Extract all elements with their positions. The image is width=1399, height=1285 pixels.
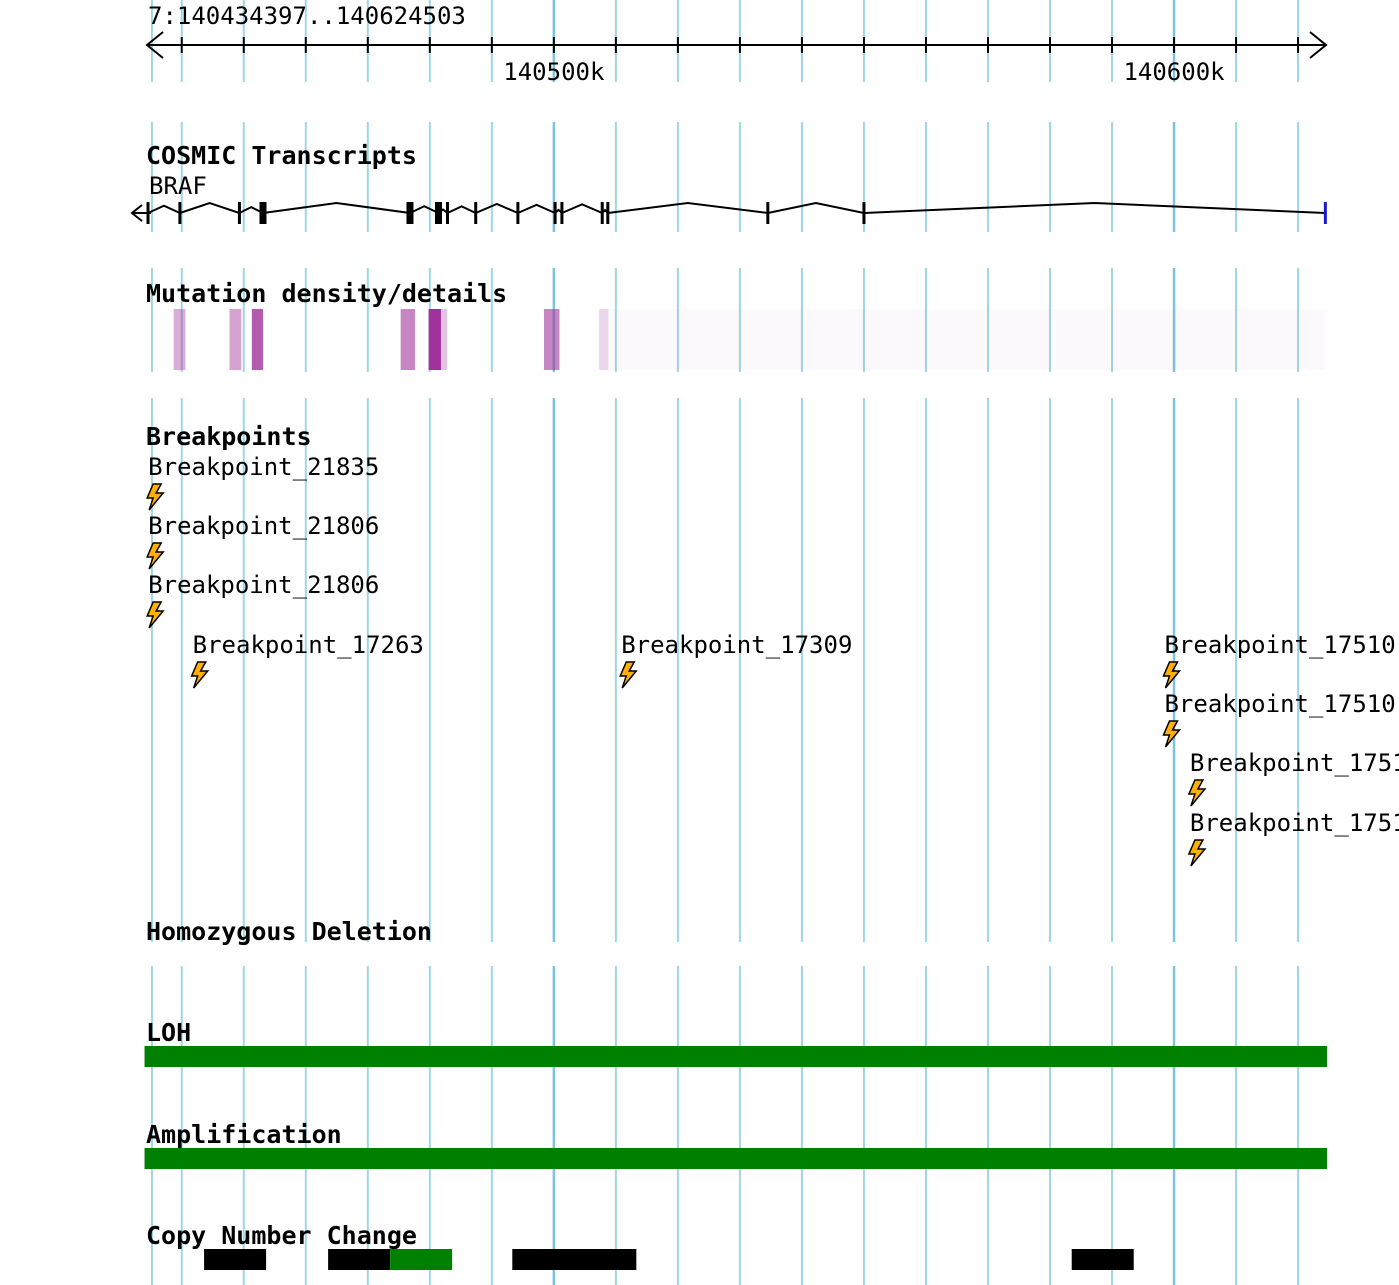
cosmic-transcripts-track[interactable]: COSMIC Transcripts BRAF	[130, 141, 1327, 224]
region-label: 7:140434397..140624503	[148, 2, 466, 30]
amplification-track[interactable]: Amplification	[144, 1120, 1328, 1169]
exon[interactable]	[516, 202, 520, 224]
ruler-major-label: 140600k	[1123, 58, 1225, 86]
intron[interactable]	[863, 201, 1326, 214]
exon[interactable]	[445, 202, 449, 224]
lightning-icon[interactable]	[190, 661, 210, 689]
intron[interactable]	[475, 202, 519, 214]
breakpoint-label[interactable]: Breakpoint_21806	[148, 571, 379, 599]
density-bin[interactable]	[173, 309, 186, 370]
exon[interactable]	[406, 202, 414, 224]
exon[interactable]	[560, 202, 564, 224]
exon[interactable]	[178, 202, 182, 224]
exon[interactable]	[766, 202, 770, 224]
strand-arrow	[130, 204, 143, 222]
breakpoint-label[interactable]: Breakpoint_1751	[1190, 809, 1399, 837]
ruler-arrow-left	[145, 31, 164, 59]
ruler-arrow-right	[1309, 31, 1328, 59]
track-title-cosmic-transcripts: COSMIC Transcripts	[146, 141, 417, 170]
breakpoint-label[interactable]: Breakpoint_21835	[148, 453, 379, 481]
density-bin[interactable]	[440, 309, 448, 370]
exon[interactable]	[606, 202, 610, 224]
lightning-icon[interactable]	[146, 601, 165, 629]
track-title-loh: LOH	[146, 1018, 191, 1047]
breakpoint-feature[interactable]: Breakpoint_21806	[146, 512, 379, 570]
intron[interactable]	[409, 205, 439, 214]
intron[interactable]	[238, 205, 264, 214]
copy-number-segment[interactable]	[1071, 1249, 1134, 1270]
breakpoint-feature[interactable]: Breakpoint_1751	[1187, 749, 1399, 807]
track-title-amplification: Amplification	[146, 1120, 342, 1149]
braf-transcript[interactable]	[130, 201, 1327, 224]
intron[interactable]	[607, 201, 768, 214]
intron[interactable]	[561, 203, 603, 214]
density-bin[interactable]	[251, 309, 263, 370]
track-title-breakpoints: Breakpoints	[146, 422, 312, 451]
amplification-segment[interactable]	[144, 1148, 1328, 1169]
track-title-copy-number-change: Copy Number Change	[146, 1221, 417, 1250]
breakpoint-label[interactable]: Breakpoint_21806	[148, 512, 379, 540]
ruler: 7:140434397..140624503 140500k 140600k	[145, 2, 1328, 86]
copy-number-segment[interactable]	[390, 1249, 453, 1270]
breakpoints-track[interactable]: Breakpoints Breakpoint_21835Breakpoint_2…	[146, 422, 1399, 867]
exon[interactable]	[237, 202, 241, 224]
intron[interactable]	[262, 201, 411, 214]
intron[interactable]	[447, 205, 477, 214]
breakpoint-label[interactable]: Breakpoint_17510	[1164, 690, 1395, 718]
exon[interactable]	[1323, 202, 1327, 224]
homozygous-deletion-track[interactable]: Homozygous Deletion	[146, 917, 432, 946]
lightning-icon[interactable]	[1187, 839, 1207, 867]
exon[interactable]	[259, 202, 267, 224]
density-bin[interactable]	[608, 309, 1325, 370]
breakpoint-feature[interactable]: Breakpoint_17510	[1162, 690, 1396, 748]
breakpoint-feature[interactable]: Breakpoint_21806	[146, 571, 379, 629]
copy-number-segment[interactable]	[204, 1249, 267, 1270]
intron[interactable]	[767, 201, 865, 214]
lightning-icon[interactable]	[1187, 779, 1207, 807]
copy-number-segment[interactable]	[328, 1249, 391, 1270]
breakpoint-feature[interactable]: Breakpoint_17263	[190, 631, 424, 689]
density-bin[interactable]	[229, 309, 242, 370]
intron[interactable]	[179, 201, 240, 214]
breakpoint-feature[interactable]: Breakpoint_1751	[1187, 809, 1399, 867]
exon[interactable]	[600, 202, 604, 224]
lightning-icon[interactable]	[146, 483, 165, 511]
breakpoint-label[interactable]: Breakpoint_17309	[621, 631, 852, 659]
breakpoint-label[interactable]: Breakpoint_1751	[1190, 749, 1399, 777]
copy-number-segment[interactable]	[512, 1249, 637, 1270]
exon[interactable]	[474, 202, 478, 224]
breakpoint-feature[interactable]: Breakpoint_21835	[146, 453, 379, 511]
loh-segment[interactable]	[144, 1046, 1328, 1067]
breakpoint-label[interactable]: Breakpoint_17510	[1164, 631, 1395, 659]
breakpoint-feature[interactable]: Breakpoint_17309	[619, 631, 852, 689]
exon[interactable]	[862, 202, 866, 224]
breakpoint-feature[interactable]: Breakpoint_17510	[1162, 631, 1396, 689]
lightning-icon[interactable]	[619, 661, 638, 689]
exon[interactable]	[435, 202, 443, 224]
gene-label-braf[interactable]: BRAF	[149, 172, 207, 200]
exon[interactable]	[146, 202, 150, 224]
lightning-icon[interactable]	[1162, 661, 1182, 689]
ruler-major-label: 140500k	[503, 58, 605, 86]
mutation-density-track[interactable]: Mutation density/details	[146, 279, 1325, 370]
intron[interactable]	[147, 204, 181, 214]
track-title-mutation-density: Mutation density/details	[146, 279, 507, 308]
density-bin[interactable]	[543, 309, 560, 370]
loh-track[interactable]: LOH	[144, 1018, 1328, 1067]
breakpoint-label[interactable]: Breakpoint_17263	[193, 631, 424, 659]
track-title-homozygous-deletion: Homozygous Deletion	[146, 917, 432, 946]
exon[interactable]	[553, 202, 557, 224]
copy-number-change-track[interactable]: Copy Number Change	[146, 1221, 1134, 1270]
lightning-icon[interactable]	[146, 542, 165, 570]
lightning-icon[interactable]	[1162, 720, 1182, 748]
density-bin[interactable]	[400, 309, 415, 370]
density-bin[interactable]	[599, 309, 609, 370]
intron[interactable]	[517, 203, 556, 214]
density-bin[interactable]	[428, 309, 441, 370]
